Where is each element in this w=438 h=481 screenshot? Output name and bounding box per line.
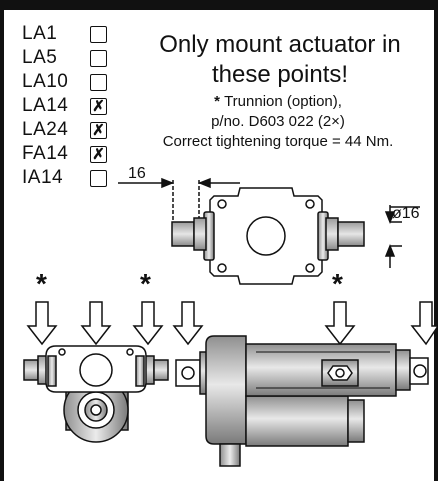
screw-icon [305,263,315,273]
model-checkbox: ✗ [90,121,107,139]
screw-icon [58,348,66,356]
model-checkbox [90,49,107,67]
mount-star-right: * [140,268,151,299]
pin-collar-left [193,217,207,251]
notice-line-2: these points! [211,61,349,88]
trunnion-line-2: p/no. D603 022 (2×) [211,113,345,130]
gearbox-housing [205,335,247,445]
model-name: LA24 [22,119,69,140]
screw-icon [217,263,227,273]
screw-icon [305,199,315,209]
model-name: LA5 [22,47,58,68]
mounting-notice: Only mount actuator in these points! [140,30,420,90]
model-row: LA5 [22,46,107,70]
actuator-side-view [175,335,429,467]
model-checkbox: ✗ [90,97,107,115]
outer-tube [245,343,397,397]
model-row: LA1 [22,22,107,46]
mount-arrows [26,301,438,346]
model-name: FA14 [22,143,69,164]
screw-icon [217,199,227,209]
mount-arrow [324,301,356,346]
trunnion-pin-right [153,359,169,381]
model-name: LA14 [22,95,69,116]
model-name: LA10 [22,71,69,92]
arrowhead [161,177,175,189]
mount-arrow [80,301,112,346]
clevis-hole [181,366,195,380]
model-checkbox: ✗ [90,145,107,163]
notice-line-1: Only mount actuator in [159,31,401,58]
mount-star-left: * [36,268,47,299]
model-name: LA1 [22,23,58,44]
diameter-dimension-label: ø16 [392,205,420,222]
model-checkbox [90,25,107,43]
model-row: LA10 [22,70,107,94]
length-dimension-label: 16 [128,165,146,182]
mount-arrow [132,301,164,346]
clevis-hole [413,364,427,378]
frame-top-border [0,0,438,10]
arrowhead [384,243,396,257]
arrowhead [197,177,211,189]
motor-tube [245,395,349,447]
frame-left-border [0,0,4,481]
trunnion-note: * Trunnion (option), p/no. D603 022 (2×)… [118,92,438,152]
trunnion-pin-right [337,221,365,247]
torque-line: Correct tightening torque = 44 Nm. [162,133,394,150]
front-end-cap [395,349,411,391]
trunnion-pin-left [23,359,39,381]
end-bore [79,353,113,387]
model-checkbox [90,73,107,91]
model-checkbox [90,169,107,187]
mount-arrow [410,301,438,346]
model-row: IA14 [22,166,107,190]
motor-shaft [90,404,102,416]
model-row: LA24 ✗ [22,118,107,142]
screw-icon [126,348,134,356]
flange-left [47,355,57,387]
actuator-end-view [23,345,169,443]
model-row: FA14 ✗ [22,142,107,166]
trunnion-detail [118,177,420,285]
hex-bore [335,368,345,378]
star-marker: * [214,93,220,110]
model-row: LA14 ✗ [22,94,107,118]
flange-right [135,355,145,387]
center-bore [246,216,286,256]
frame-right-border [434,0,438,481]
mount-star-middle: * [332,268,343,299]
mount-arrow [172,301,204,346]
pin-collar-right [325,217,339,251]
mount-arrow [26,301,58,346]
model-list: LA1 LA5 LA10 LA14 ✗ LA24 ✗ FA14 ✗ IA14 [22,22,107,190]
cable-gland [219,443,241,467]
trunnion-pin-left [171,221,195,247]
arrowhead [384,211,396,225]
trunnion-line-1: * Trunnion (option), [214,93,342,110]
motor-cap [347,399,365,443]
model-name: IA14 [22,167,64,188]
